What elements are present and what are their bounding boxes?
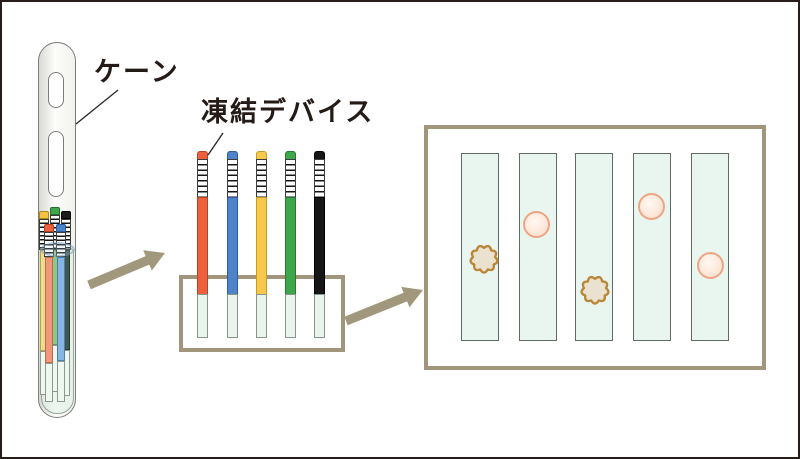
cane-straw-body (57, 257, 65, 361)
straw-barcode (285, 159, 296, 198)
goblet-rim (40, 242, 75, 257)
freezing-device-label: 凍結デバイス (201, 97, 375, 128)
cane-slot-bottom (48, 131, 64, 197)
straw-body (314, 197, 325, 295)
cane-straw-cap-blue-straw (56, 224, 66, 232)
step-arrow-2 (344, 286, 423, 326)
straw-tip (227, 294, 238, 338)
straw-barcode (197, 159, 208, 198)
straw-green-straw (285, 151, 296, 338)
straw-red-straw (197, 151, 208, 338)
straw-body (285, 197, 296, 295)
embryo-smooth (522, 210, 550, 238)
straw-body (256, 197, 267, 295)
embryo-degenerate-wavy (469, 244, 499, 274)
embryo-smooth (637, 192, 665, 220)
cane-label: ケーン (94, 57, 180, 88)
cane-straw-cap-black-straw (61, 211, 71, 219)
device-pointer-line (207, 132, 224, 156)
straw-tip (285, 294, 296, 338)
enlarged-straw-tip-1 (461, 153, 499, 341)
straw-tip (197, 294, 208, 338)
straw-blue-straw (227, 151, 238, 338)
straw-tip (314, 294, 325, 338)
enlarged-straw-tip-4 (633, 153, 671, 341)
straw-tip (256, 294, 267, 338)
straw-body (197, 197, 208, 295)
cane-straw-cap-yellow-straw (39, 211, 49, 219)
enlarged-straw-tip-2 (519, 153, 557, 341)
embryo-degenerate-wavy (580, 275, 610, 305)
straw-black-straw (314, 151, 325, 338)
cane-straw-body (45, 257, 53, 363)
cane-straw-tip (57, 361, 65, 402)
straw-barcode (256, 159, 267, 198)
straw-barcode (227, 159, 238, 198)
straw-barcode (314, 159, 325, 198)
cane-straw-tip (45, 363, 53, 402)
enlarged-straw-tip-3 (575, 153, 613, 341)
cane-straw-cap-green-straw (50, 207, 60, 215)
cane-slot-top (48, 72, 64, 108)
cane-straw-cap-red-straw (44, 224, 54, 232)
embryo-smooth (696, 251, 724, 279)
enlarged-straw-tip-5 (691, 153, 729, 341)
cane-pointer-line (75, 89, 119, 125)
straw-yellow-straw (256, 151, 267, 338)
step-arrow-1 (87, 250, 165, 290)
straw-body (227, 197, 238, 295)
